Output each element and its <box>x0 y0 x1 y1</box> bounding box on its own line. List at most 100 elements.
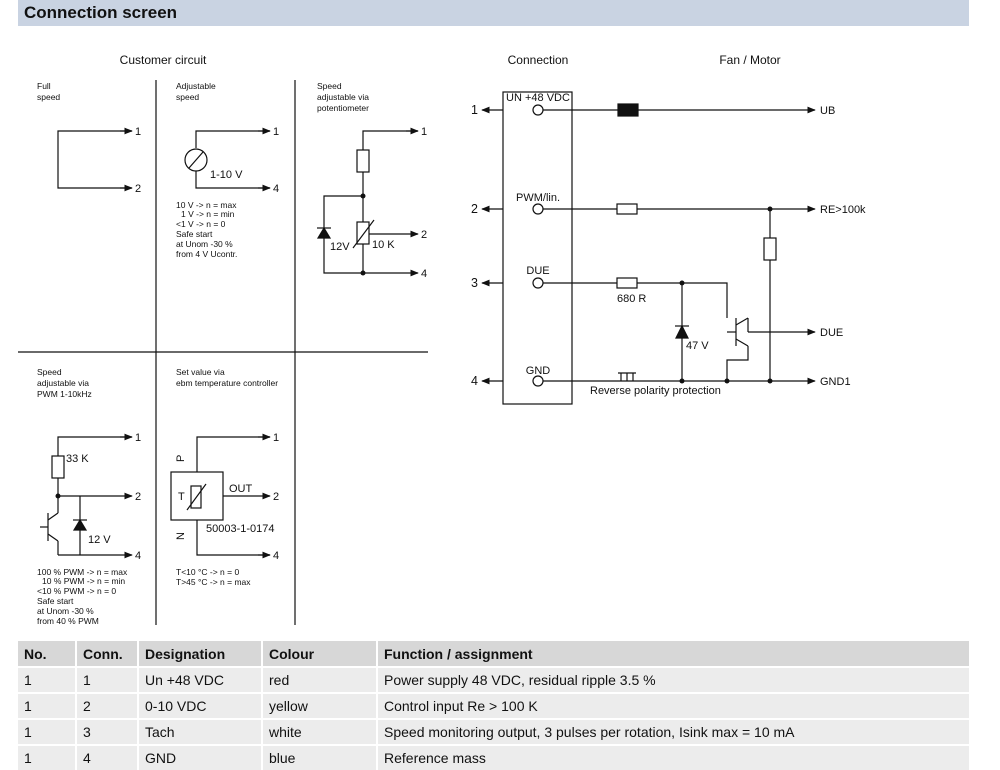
panel-label: speed <box>176 92 199 102</box>
panel-label: speed <box>37 92 60 102</box>
assignment-table: No. Conn. Designation Colour Function / … <box>18 641 969 770</box>
table-cell: Speed monitoring output, 3 pulses per ro… <box>377 718 969 745</box>
table-cell: 1 <box>18 744 77 770</box>
note-line: 10 % PWM -> n = min <box>42 576 125 586</box>
terminal-number: 1 <box>135 432 141 444</box>
table-cell: 1 <box>18 718 77 745</box>
table-row: 1 2 0-10 VDC yellow Control input Re > 1… <box>18 692 969 719</box>
note-line: 1 V -> n = min <box>181 209 235 219</box>
table-cell: GND <box>138 744 263 770</box>
zener-47v-icon <box>675 324 689 339</box>
terminal-number: 4 <box>135 550 141 562</box>
pin-n-label: N <box>175 532 187 540</box>
table-cell: blue <box>262 744 378 770</box>
note-line: from 40 % PWM <box>37 616 99 626</box>
table-row: 1 3 Tach white Speed monitoring output, … <box>18 718 969 745</box>
reverse-polarity-icon <box>618 372 636 381</box>
table-cell: Un +48 VDC <box>138 666 263 693</box>
column-header: Designation <box>138 641 263 667</box>
panel-label: adjustable via <box>317 92 369 102</box>
note-line: 100 % PWM -> n = max <box>37 567 128 577</box>
panel-label: Speed <box>37 367 62 377</box>
table-cell: red <box>262 666 378 693</box>
pin-number: 4 <box>471 374 478 388</box>
voltage-label: 1-10 V <box>210 169 243 181</box>
thermistor-t-label: T <box>178 491 185 503</box>
connection-diagram: Customer circuit Connection Fan / Motor … <box>18 53 866 626</box>
terminal-number: 2 <box>135 183 141 195</box>
due-wire <box>637 282 728 318</box>
part-number: 50003-1-0174 <box>206 523 275 535</box>
column-header: Conn. <box>76 641 139 667</box>
connection-block <box>502 91 573 405</box>
temp-wire-bottom <box>196 520 270 556</box>
table-cell: yellow <box>262 692 378 719</box>
pot-wire-top <box>362 130 418 150</box>
pin-number: 2 <box>471 202 478 216</box>
table-row: 1 4 GND blue Reference mass <box>18 744 969 770</box>
header-bar: Connection screen <box>18 0 969 26</box>
terminal-number: 4 <box>421 268 427 280</box>
table-cell: Reference mass <box>377 744 969 770</box>
table-row: 1 1 Un +48 VDC red Power supply 48 VDC, … <box>18 666 969 693</box>
note-line: 10 V -> n = max <box>176 200 237 210</box>
terminal-number: 2 <box>135 491 141 503</box>
table-cell: Power supply 48 VDC, residual ripple 3.5… <box>377 666 969 693</box>
terminal-number: 2 <box>273 491 279 503</box>
note-line: at Unom -30 % <box>176 239 233 249</box>
pin-number: 3 <box>471 276 478 290</box>
thermistor-icon <box>190 485 202 509</box>
table-cell: 1 <box>76 666 139 693</box>
adjustable-wire-top <box>195 130 270 148</box>
pullup-resistor-icon <box>763 237 777 261</box>
panel-label: Speed <box>317 81 342 91</box>
full-speed-wire <box>57 130 132 189</box>
fan-motor-title: Fan / Motor <box>719 53 780 67</box>
table-cell: 3 <box>76 718 139 745</box>
pot-label: 10 K <box>372 239 395 251</box>
pin-label: DUE <box>526 265 549 277</box>
fuse-icon <box>617 103 639 117</box>
zener-12v-icon <box>72 518 88 531</box>
note-line: Safe start <box>176 229 213 239</box>
target-label: UB <box>820 105 835 117</box>
table-cell: 2 <box>76 692 139 719</box>
note-line: from 4 V Ucontr. <box>176 249 237 259</box>
note-line: T>45 °C -> n = max <box>176 577 251 587</box>
table-cell: 1 <box>18 666 77 693</box>
terminal-number: 2 <box>421 229 427 241</box>
resistor-33k-icon <box>51 455 65 479</box>
table-cell: Control input Re > 100 K <box>377 692 969 719</box>
note-line: at Unom -30 % <box>37 606 94 616</box>
panel-label: adjustable via <box>37 378 89 388</box>
table-cell: white <box>262 718 378 745</box>
resistor-680-icon <box>616 277 638 289</box>
terminal-number: 1 <box>273 432 279 444</box>
temp-wire-top <box>196 436 270 472</box>
connection-title: Connection <box>508 53 569 67</box>
note-line: <10 % PWM -> n = 0 <box>37 586 116 596</box>
zener-label: 12 V <box>88 534 111 546</box>
pin-label: UN +48 VDC <box>506 92 570 104</box>
terminal-number: 1 <box>421 126 427 138</box>
terminal-number: 1 <box>273 126 279 138</box>
resistor-label: 33 K <box>66 453 89 465</box>
zener-label: 12V <box>330 241 350 253</box>
zener-47v-label: 47 V <box>686 340 709 352</box>
panel-label: Set value via <box>176 367 225 377</box>
panel-label: Full <box>37 81 51 91</box>
pin-label: GND <box>526 365 551 377</box>
panel-label: PWM 1-10kHz <box>37 389 92 399</box>
resistor-icon <box>356 149 370 173</box>
table-header-row: No. Conn. Designation Colour Function / … <box>18 641 969 667</box>
customer-circuit-title: Customer circuit <box>120 53 207 67</box>
note-line: Safe start <box>37 596 74 606</box>
terminal-number: 4 <box>273 183 279 195</box>
table-cell: Tach <box>138 718 263 745</box>
pwm-wire-top <box>57 436 132 456</box>
pin-number: 1 <box>471 103 478 117</box>
column-header: Colour <box>262 641 378 667</box>
adjustable-wire-bottom <box>195 171 270 189</box>
out-label: OUT <box>229 483 253 495</box>
panel-label: Adjustable <box>176 81 216 91</box>
